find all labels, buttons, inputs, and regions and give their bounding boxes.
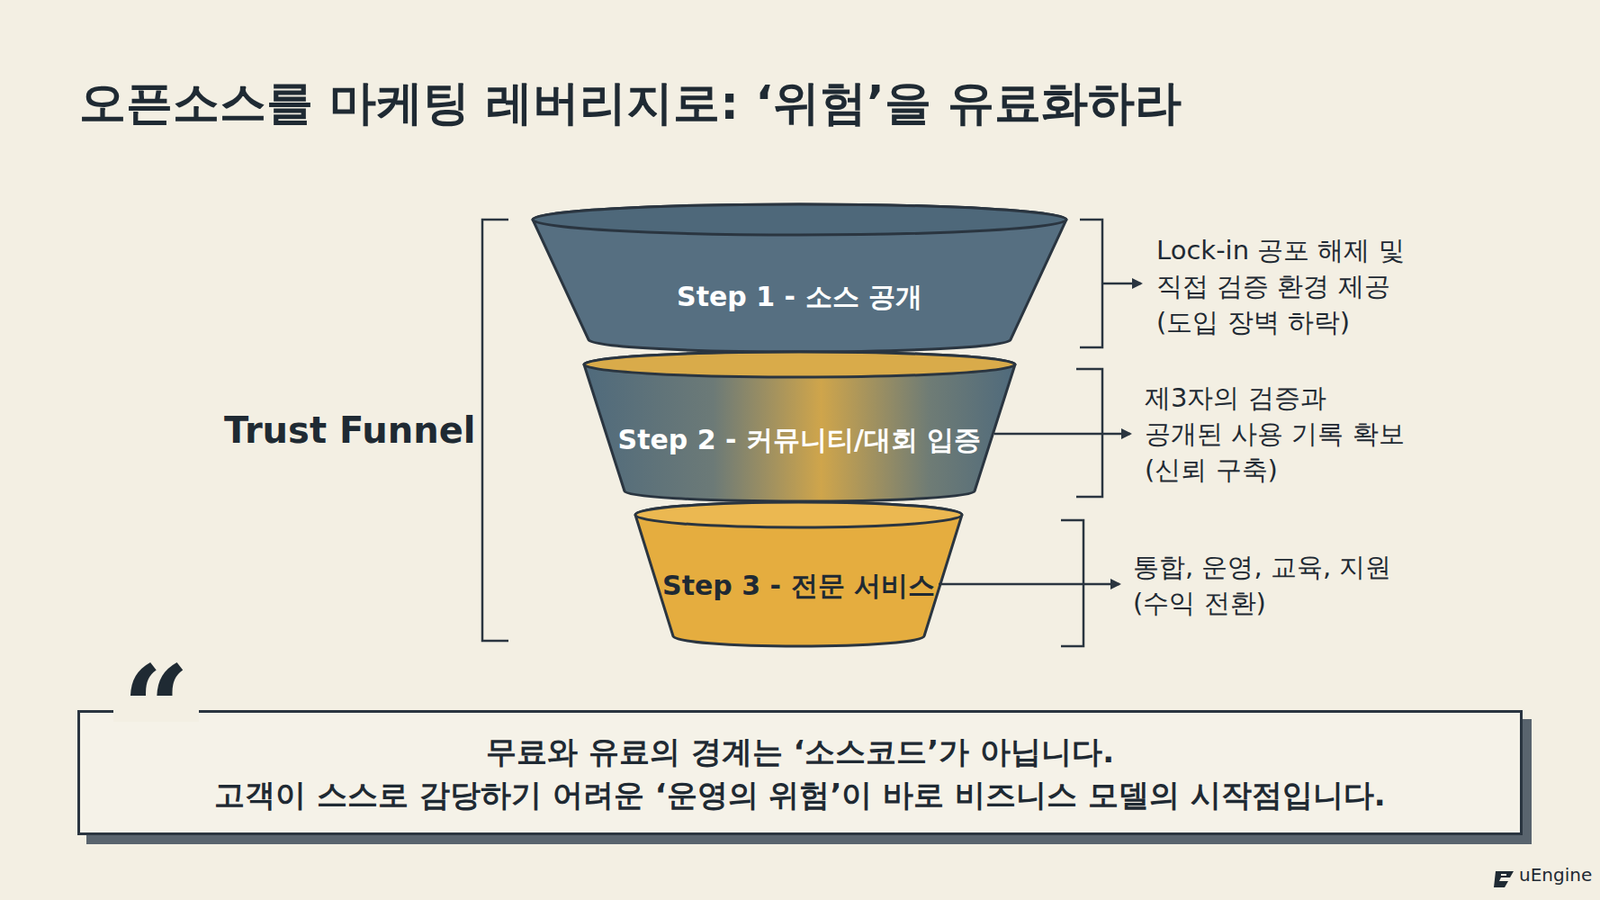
step-note: 통합, 운영, 교육, 지원 (수익 전환) — [1132, 548, 1392, 621]
band-shape — [532, 204, 1067, 352]
step-bracket — [1079, 219, 1103, 348]
step-title: Step 1 - 소스 공개 — [532, 278, 1067, 316]
quote-box: 무료와 유료의 경계는 ‘소스코드’가 아닙니다. 고객이 스스로 감당하기 어… — [77, 710, 1523, 836]
quote-mark: “ — [113, 649, 199, 722]
funnel-label: Trust Funnel — [224, 412, 477, 449]
funnel-step: Step 2 - 커뮤니티/대회 입증 — [584, 351, 1016, 502]
funnel-bracket — [482, 219, 509, 641]
step-note: 제3자의 검증과 공개된 사용 기록 확보 (신뢰 구축) — [1144, 379, 1405, 488]
step-title: Step 3 - 전문 서비스 — [635, 567, 962, 605]
step-title: Step 2 - 커뮤니티/대회 입증 — [584, 422, 1016, 459]
funnel-step: Step 1 - 소스 공개 — [532, 204, 1067, 352]
funnel-step: Step 3 - 전문 서비스 — [635, 502, 962, 647]
quote-text: 무료와 유료의 경계는 ‘소스코드’가 아닙니다. 고객이 스스로 감당하기 어… — [214, 729, 1385, 817]
leader-arrow — [938, 583, 1120, 586]
watermark: uEngine — [1519, 865, 1592, 884]
step-bracket — [1060, 520, 1084, 647]
logo-mark — [1493, 871, 1514, 888]
leader-arrow — [994, 432, 1131, 436]
step-note: Lock-in 공포 해제 및 직접 검증 환경 제공 (도입 장벽 하락) — [1156, 232, 1405, 341]
leader-arrow — [1102, 282, 1142, 286]
page-title: 오픈소스를 마케팅 레버리지로: ‘위험’을 유료화하라 — [79, 71, 1182, 135]
step-bracket — [1076, 368, 1103, 497]
